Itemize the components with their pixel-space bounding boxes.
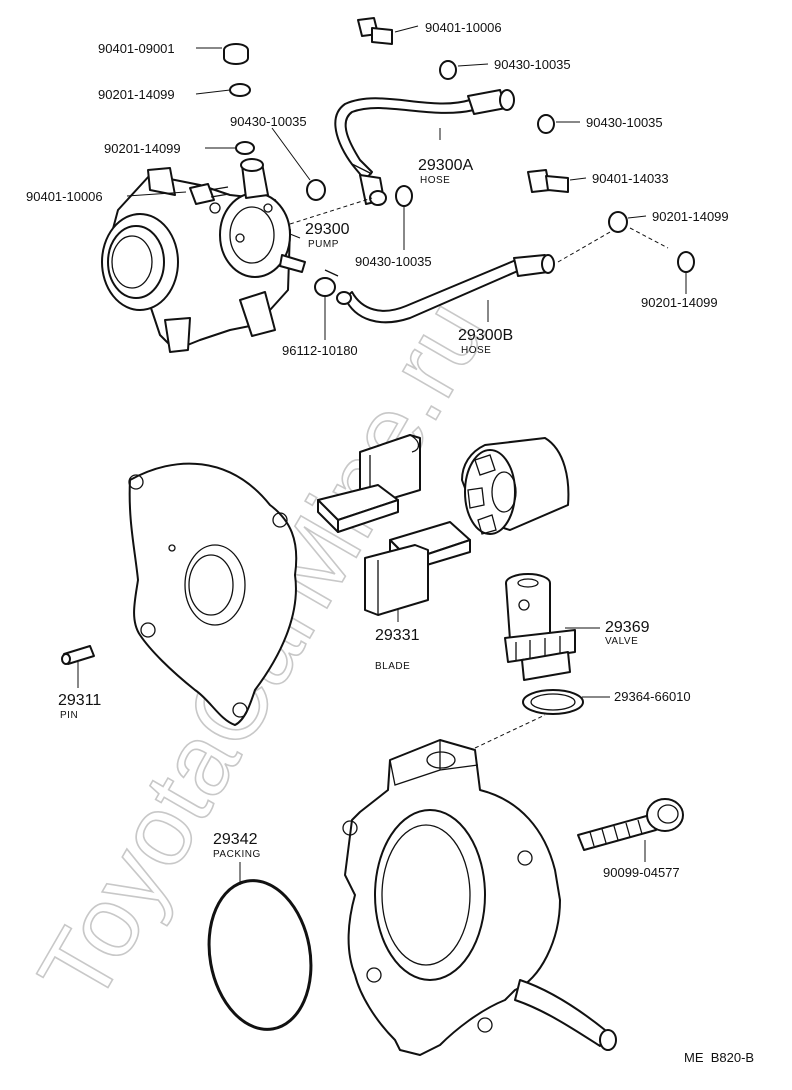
hose-29300a <box>334 89 515 206</box>
washer-90430-10035-mid <box>395 185 413 207</box>
leader-lines-lower <box>77 608 646 885</box>
bolt-90401-10006-top <box>357 17 393 45</box>
label-90201-14099-a: 90201-14099 <box>98 87 175 102</box>
pin-29311 <box>61 645 95 665</box>
footer-code: ME B820-B <box>684 1050 754 1065</box>
bolt-90401-10006-left <box>189 183 230 205</box>
label-29331-name: BLADE <box>375 661 410 672</box>
gasket-29364-66010 <box>522 689 584 715</box>
label-90201-14099-right2: 90201-14099 <box>641 295 718 310</box>
label-90401-10006-top: 90401-10006 <box>425 20 502 35</box>
clamp-96112-10180 <box>314 269 339 297</box>
washer-90430-10035-right <box>537 114 555 134</box>
washer-90430-10035-b <box>306 179 326 201</box>
packing-29342 <box>207 879 313 1031</box>
label-29300b: 29300B <box>458 327 513 344</box>
label-90430-10035-top: 90430-10035 <box>494 57 571 72</box>
washer-90201-14099-b <box>235 141 255 155</box>
washer-90201-14099-a <box>229 83 251 97</box>
leader-lines-upper <box>126 25 687 340</box>
label-90430-10035-mid: 90430-10035 <box>355 254 432 269</box>
label-29342-name: PACKING <box>213 849 261 860</box>
label-29300: 29300 <box>305 221 350 238</box>
washer-90201-14099-right1 <box>608 211 628 233</box>
label-29311-name: PIN <box>60 710 78 721</box>
bolt-90401-14033 <box>527 169 569 193</box>
label-29369-name: VALVE <box>605 636 638 647</box>
label-29300-name: PUMP <box>308 239 339 250</box>
label-90401-10006-left: 90401-10006 <box>26 189 103 204</box>
label-29300b-name: HOSE <box>461 345 491 356</box>
label-90430-10035-b: 90430-10035 <box>230 114 307 129</box>
label-29300a-name: HOSE <box>420 175 450 186</box>
label-90099-04577: 90099-04577 <box>603 865 680 880</box>
label-90401-14033: 90401-14033 <box>592 171 669 186</box>
vacuum-pump <box>209 158 306 278</box>
label-29364-66010: 29364-66010 <box>614 689 691 704</box>
assembly-line-upper-3 <box>629 227 669 249</box>
washer-90201-14099-right2 <box>677 251 695 273</box>
assembly-line-lower <box>474 714 546 749</box>
assembly-line-upper-1 <box>289 197 373 225</box>
pump-housing <box>342 739 617 1056</box>
label-90201-14099-right1: 90201-14099 <box>652 209 729 224</box>
assembly-line-upper-2 <box>557 231 611 263</box>
rotor <box>461 437 570 535</box>
label-29331: 29331 <box>375 627 420 644</box>
label-90430-10035-right: 90430-10035 <box>586 115 663 130</box>
label-29369: 29369 <box>605 619 650 636</box>
label-90201-14099-b: 90201-14099 <box>104 141 181 156</box>
plug-90401-09001 <box>223 43 249 65</box>
label-90401-09001: 90401-09001 <box>98 41 175 56</box>
label-29342: 29342 <box>213 831 258 848</box>
blades-29331 <box>317 434 471 616</box>
bolt-90099-04577 <box>577 798 684 851</box>
label-29311: 29311 <box>58 692 101 709</box>
valve-29369 <box>504 573 576 681</box>
washer-90430-10035-top <box>439 60 457 80</box>
end-plate <box>128 462 298 726</box>
label-96112-10180: 96112-10180 <box>282 343 358 358</box>
hose-29300b <box>336 254 555 324</box>
label-29300a: 29300A <box>418 157 473 174</box>
